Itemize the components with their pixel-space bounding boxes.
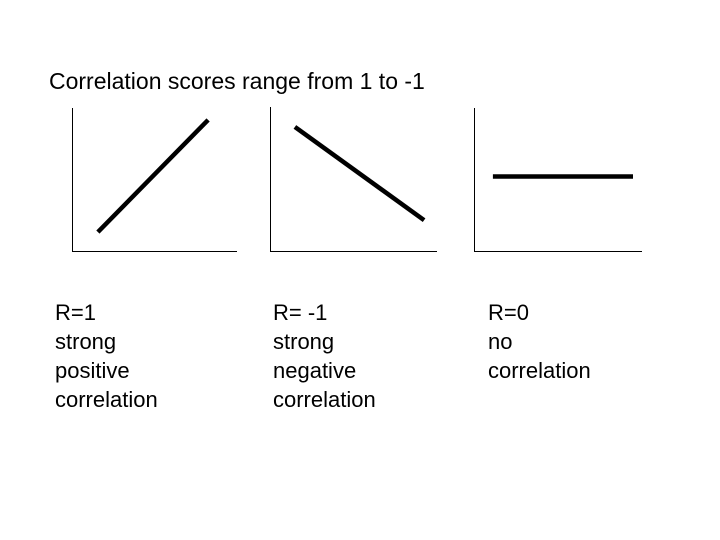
slide-title: Correlation scores range from 1 to -1 xyxy=(49,68,425,94)
caption-no-correlation: R=0 no correlation xyxy=(488,300,591,383)
caption-strong-negative: R= -1 strong negative correlation xyxy=(273,300,376,412)
trend-line-strong-negative xyxy=(293,125,426,223)
chart-panel-no-correlation xyxy=(474,108,642,252)
caption-strong-positive: R=1 strong positive correlation xyxy=(55,300,158,412)
trend-line-no-correlation-svg xyxy=(492,174,633,179)
trend-line-strong-negative-svg xyxy=(293,125,426,223)
chart-panel-strong-positive xyxy=(72,108,237,252)
trend-line-strong-positive-svg xyxy=(96,118,210,234)
chart-panel-strong-negative xyxy=(270,107,437,252)
trend-line-strong-positive xyxy=(96,118,210,234)
